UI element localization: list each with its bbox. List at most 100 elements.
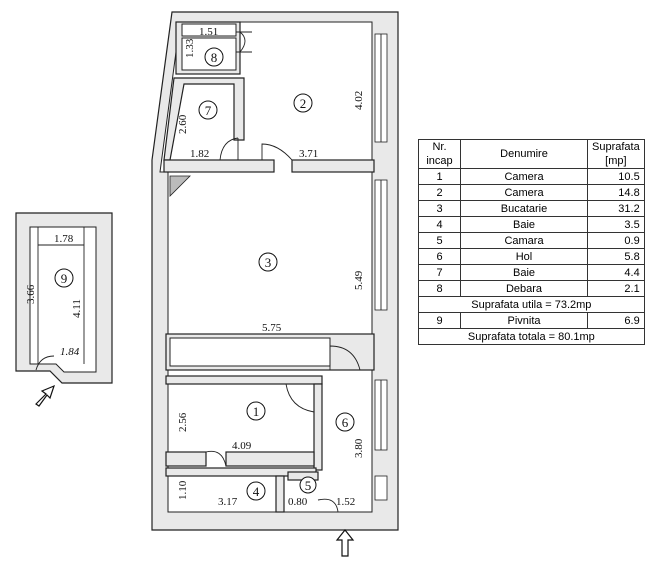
- row-nr: 8: [418, 280, 461, 297]
- legend-row: 5 Camara 0.9: [418, 232, 645, 249]
- room-4-number: 4: [253, 484, 260, 499]
- row-nr: 4: [418, 216, 461, 233]
- row-name: Bucatarie: [460, 200, 588, 217]
- room-2-circle: [293, 93, 313, 113]
- wall-r4-right: [275, 475, 285, 513]
- room-7-door: [219, 137, 239, 161]
- room-5-circle: [299, 476, 317, 494]
- room-2-door: [261, 143, 293, 161]
- legend-total-row: Suprafata totala = 80.1mp: [418, 328, 645, 345]
- dim-8-width: 1.51: [199, 26, 218, 38]
- wall-hall: [313, 383, 323, 471]
- room-2-number: 2: [300, 96, 307, 111]
- room-8-top: [181, 23, 237, 37]
- dim-3-height: 5.49: [353, 270, 365, 290]
- room-9-number: 9: [61, 271, 68, 286]
- room-9-circle: [54, 268, 74, 288]
- row-name: Baie: [460, 264, 588, 281]
- room-8-door: [236, 31, 252, 53]
- row-name: Camara: [460, 232, 588, 249]
- cellar-door: [35, 355, 55, 371]
- entrance-door: [317, 498, 339, 513]
- dim-7-height: 2.60: [177, 114, 189, 134]
- room-numbers: 8 7 2 3 1 6 4 5 9: [54, 47, 355, 501]
- row-name: Baie: [460, 216, 588, 233]
- room-1-top-wall: [165, 375, 323, 385]
- dim-9-diag: 1.84: [60, 346, 80, 358]
- legend-row: 7 Baie 4.4: [418, 264, 645, 281]
- dim-6-height: 3.80: [353, 438, 365, 458]
- cellar-name: Pivnita: [460, 312, 588, 329]
- row-area: 0.9: [587, 232, 645, 249]
- entrance-arrow-icon: [335, 529, 355, 557]
- legend-cellar-row: 9 Pivnita 6.9: [418, 312, 645, 329]
- room-4-circle: [246, 481, 266, 501]
- row-area: 5.8: [587, 248, 645, 265]
- cellar-area: 6.9: [587, 312, 645, 329]
- legend-header: Nr. incap Denumire Suprafata [mp]: [418, 139, 645, 169]
- room-6-circle: [335, 412, 355, 432]
- room-3-number: 3: [265, 255, 272, 270]
- dim-3-width: 5.75: [262, 322, 282, 334]
- room-5-number: 5: [305, 478, 312, 493]
- cellar-nr: 9: [418, 312, 461, 329]
- wall-bath-left: [165, 451, 207, 467]
- row-area: 10.5: [587, 168, 645, 185]
- row-area: 2.1: [587, 280, 645, 297]
- kitchen-annex: [169, 337, 331, 367]
- legend-subtotal-row: Suprafata utila = 73.2mp: [418, 296, 645, 313]
- subtotal-cell: Suprafata utila = 73.2mp: [418, 296, 645, 313]
- total-cell: Suprafata totala = 80.1mp: [418, 328, 645, 345]
- dimension-labels: 1.51 1.33 2.60 1.82 3.71 4.02 5.49 5.75 …: [25, 26, 365, 508]
- dim-5-width: 0.80: [288, 496, 308, 508]
- row-name: Hol: [460, 248, 588, 265]
- kitchen-door: [329, 345, 361, 371]
- row-area: 4.4: [587, 264, 645, 281]
- legend-row: 4 Baie 3.5: [418, 216, 645, 233]
- row-name: Camera: [460, 168, 588, 185]
- cellar-arrow-icon: [35, 384, 55, 407]
- row-nr: 3: [418, 200, 461, 217]
- legend-row: 8 Debara 2.1: [418, 280, 645, 297]
- rooms-legend-table: Nr. incap Denumire Suprafata [mp] 1 Came…: [418, 139, 645, 345]
- wall-top-left: [163, 159, 275, 173]
- row-nr: 6: [418, 248, 461, 265]
- row-area: 14.8: [587, 184, 645, 201]
- dim-2-width: 3.71: [299, 148, 318, 160]
- row-area: 31.2: [587, 200, 645, 217]
- dim-7-width: 1.82: [190, 148, 209, 160]
- room-1-number: 1: [253, 404, 260, 419]
- wall-bath-right: [225, 451, 315, 467]
- dim-8-height: 1.33: [184, 38, 196, 58]
- row-nr: 1: [418, 168, 461, 185]
- dim-9-height: 3.66: [25, 284, 37, 304]
- row-nr: 5: [418, 232, 461, 249]
- header-name: Denumire: [460, 139, 588, 169]
- dim-5-height: 1.52: [336, 496, 355, 508]
- header-nr: Nr. incap: [418, 139, 461, 169]
- dim-9-width: 1.78: [54, 233, 74, 245]
- dim-1-width: 4.09: [232, 440, 252, 452]
- room-6-number: 6: [342, 415, 349, 430]
- right-windows: [374, 33, 388, 501]
- header-area: Suprafata [mp]: [587, 139, 645, 169]
- chimney-mark: [169, 175, 191, 197]
- legend-row: 2 Camera 14.8: [418, 184, 645, 201]
- wall-top-right: [291, 159, 375, 173]
- dim-9-inner: 4.11: [71, 299, 83, 318]
- room-3-circle: [258, 252, 278, 272]
- dim-4-width: 3.17: [218, 496, 238, 508]
- row-nr: 2: [418, 184, 461, 201]
- legend-row: 1 Camera 10.5: [418, 168, 645, 185]
- room-4-door: [205, 450, 227, 467]
- room-8-number: 8: [211, 50, 218, 65]
- room-1-circle: [246, 401, 266, 421]
- cellar-floor: [29, 226, 97, 373]
- room-7-circle: [198, 100, 218, 120]
- dim-4-height: 1.10: [177, 480, 189, 500]
- row-area: 3.5: [587, 216, 645, 233]
- room-8-circle: [204, 47, 224, 67]
- legend-row: 6 Hol 5.8: [418, 248, 645, 265]
- room-7-number: 7: [205, 103, 212, 118]
